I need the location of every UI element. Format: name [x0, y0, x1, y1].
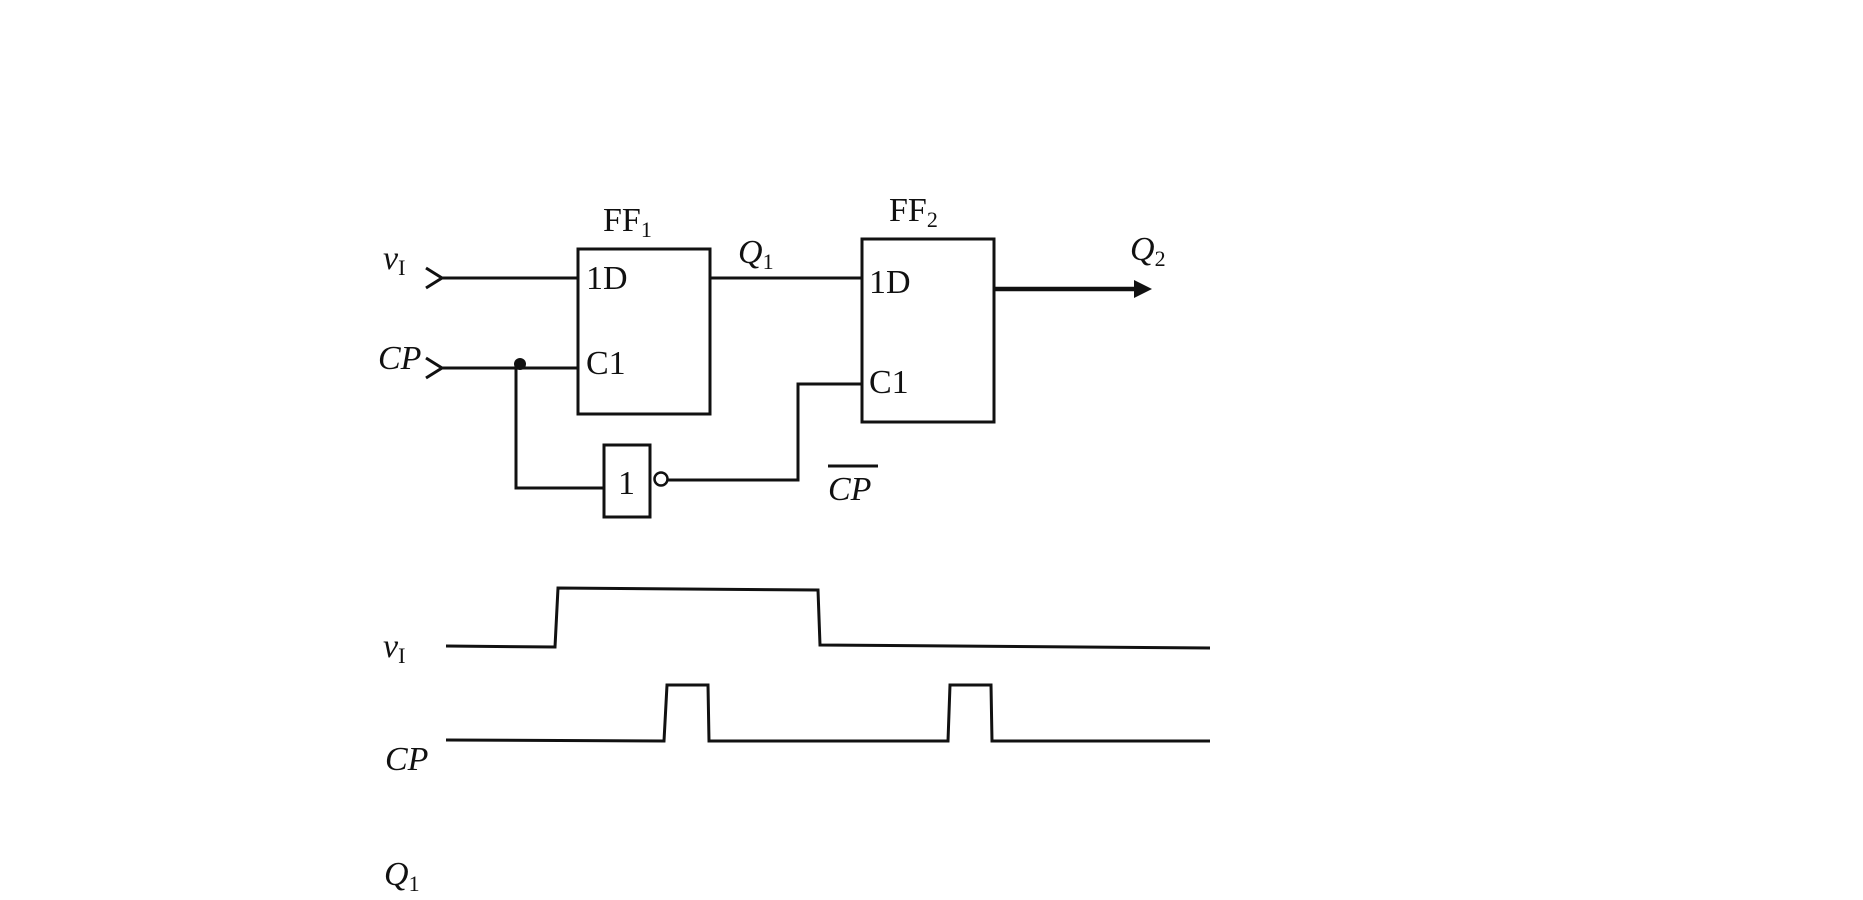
q2-label: Q2: [1130, 231, 1166, 271]
ff2-block: [860, 237, 996, 424]
ff1-d-pin-label: 1D: [586, 260, 628, 297]
inverter-label: 1: [618, 465, 635, 502]
input-vi-label: vI: [383, 240, 405, 280]
ff1-c-pin-label: C1: [586, 345, 626, 382]
q1-label: Q1: [738, 234, 774, 274]
vi-waveform: [445, 586, 1211, 650]
ff1-label: FF1: [603, 202, 652, 242]
ff1-block: [576, 247, 712, 416]
ff2-label: FF2: [889, 192, 938, 232]
ff2-c-pin-label: C1: [869, 364, 909, 401]
timing-q1-label: Q1: [384, 856, 420, 896]
timing-vi-label: vI: [383, 628, 405, 668]
input-cp-label: CP: [378, 340, 421, 377]
inverter-bubble-icon: [653, 471, 669, 487]
circuit-schematic: FF1 1D C1 FF2 1D C1 vI CP 1 CP Q1 Q2: [378, 192, 1166, 519]
cp-bar-label: CP: [828, 471, 871, 508]
cp-branch-wire: [514, 364, 604, 490]
vi-input-arrow-icon: [425, 266, 445, 290]
inverter-gate: [602, 443, 652, 519]
cp-input-arrow-icon: [425, 356, 445, 380]
timing-diagram: vI CP Q1: [383, 586, 1211, 896]
q2-output-arrow-icon: [1134, 280, 1152, 298]
ff2-d-pin-label: 1D: [869, 264, 911, 301]
cp-waveform: [445, 683, 1210, 743]
cp-bar-wire: [668, 382, 862, 482]
timing-cp-label: CP: [385, 741, 428, 778]
